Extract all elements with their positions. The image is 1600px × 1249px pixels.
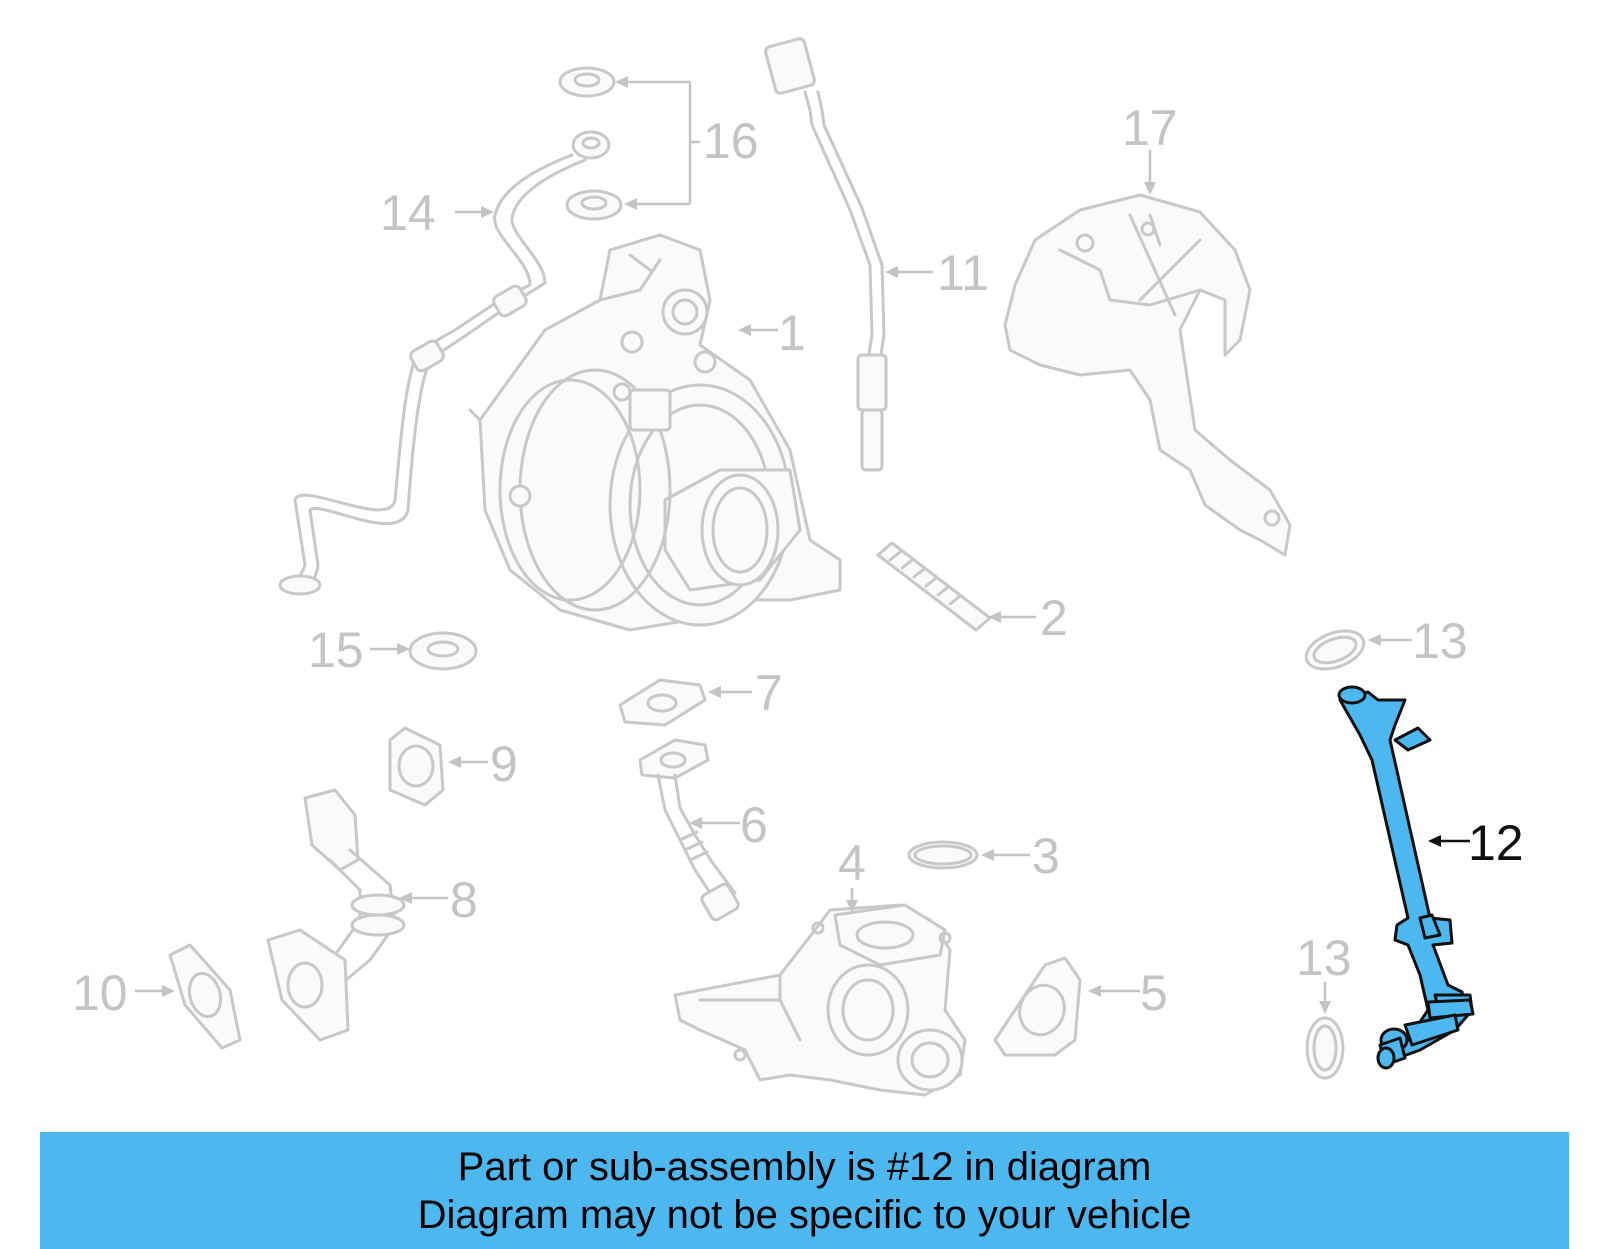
part-16-washers[interactable]: [558, 66, 623, 221]
callout-12: 12: [1468, 815, 1524, 871]
callout-7: 7: [755, 665, 783, 721]
callout-14: 14: [380, 185, 436, 241]
parts-diagram: 16 14 1: [72, 37, 1524, 1097]
part-15-washer[interactable]: [408, 631, 478, 671]
part-17-heat-shield[interactable]: [1003, 193, 1292, 557]
part-4-egr-housing[interactable]: [673, 903, 967, 1097]
part-14-oil-line[interactable]: [278, 130, 611, 596]
part-13-o-ring-lower[interactable]: [1305, 1016, 1345, 1080]
callout-17: 17: [1122, 100, 1178, 156]
callout-13-upper: 13: [1412, 613, 1468, 669]
part-3-o-ring[interactable]: [907, 840, 979, 870]
part-13-gasket-upper[interactable]: [1301, 624, 1369, 676]
part-6-egr-pipe[interactable]: [638, 738, 740, 922]
part-2-stud[interactable]: [876, 541, 992, 632]
callout-9: 9: [490, 736, 518, 792]
callout-1: 1: [778, 305, 806, 361]
callout-16: 16: [703, 113, 759, 169]
callout-11: 11: [937, 245, 989, 301]
callout-15: 15: [308, 622, 364, 678]
info-banner: Part or sub-assembly is #12 in diagram D…: [40, 1132, 1569, 1249]
part-9-gasket[interactable]: [388, 726, 445, 807]
part-1-turbocharger[interactable]: [468, 233, 842, 632]
callout-10: 10: [72, 965, 128, 1021]
banner-line-2: Diagram may not be specific to your vehi…: [417, 1192, 1192, 1237]
banner-line-1: Part or sub-assembly is #12 in diagram: [457, 1144, 1152, 1189]
callout-6: 6: [740, 797, 768, 853]
callout-13-lower: 13: [1296, 930, 1352, 986]
part-11-sensor[interactable]: [764, 37, 888, 472]
callout-5: 5: [1140, 965, 1168, 1021]
part-12-pipe-highlighted[interactable]: [1337, 685, 1475, 1070]
part-7-gasket[interactable]: [618, 678, 707, 727]
part-8-egr-pipe[interactable]: [266, 788, 406, 1042]
callout-3: 3: [1032, 828, 1060, 884]
callout-2: 2: [1040, 590, 1068, 646]
callout-4: 4: [838, 835, 866, 891]
part-5-gasket[interactable]: [993, 956, 1082, 1057]
callout-8: 8: [450, 872, 478, 928]
part-10-gasket[interactable]: [168, 943, 242, 1050]
